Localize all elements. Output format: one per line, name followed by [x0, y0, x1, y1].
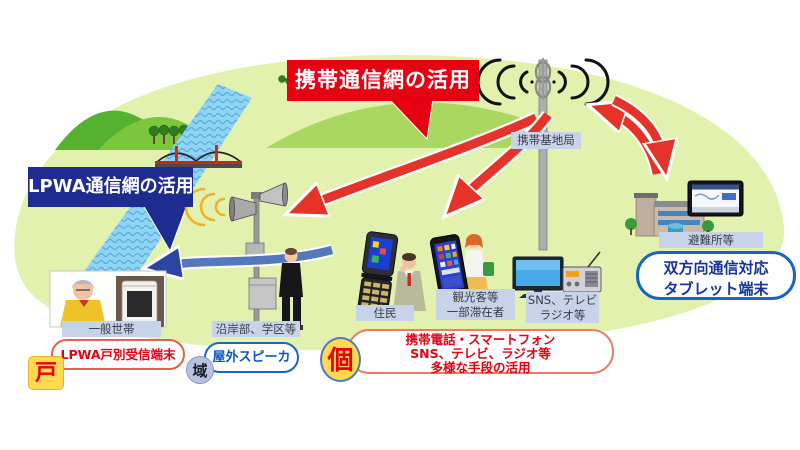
tablet-terminal-box-line1: 双方向通信対応 [663, 259, 769, 277]
mobile-network-banner: 携帯通信網の活用 [287, 60, 479, 101]
radio-icon [562, 251, 602, 293]
lpwa-terminal-box-label: LPWA戸別受信端末 [60, 347, 176, 362]
outdoor-speaker-box-label: 屋外スピーカ [212, 350, 291, 365]
smartphone-icon [429, 234, 469, 301]
lpwa-network-banner: LPWA通信網の活用 [28, 167, 194, 207]
arrow-mobile-to-phones [456, 110, 554, 204]
outdoor-speaker-box: 屋外スピーカ [204, 342, 299, 373]
lpwa-terminal-box: LPWA戸別受信端末 [51, 339, 185, 370]
media-label-line1: SNS、テレビ [527, 293, 598, 307]
media-label-line2: ラジオ等 [539, 308, 586, 322]
arrow-lpwa-to-household [160, 250, 334, 266]
area-badge: 域 [186, 356, 214, 384]
speaker-waves-icon [184, 187, 226, 227]
arrow-mobile-to-speaker [302, 111, 539, 208]
individual-badge: 個 [320, 337, 361, 382]
household-area-label: 一般世帯 [62, 321, 161, 337]
person-student-icon [279, 247, 303, 330]
flip-phone-icon [357, 231, 399, 314]
tablet-terminal-box-line2: タブレット端末 [663, 280, 769, 298]
multi-means-box-line3: 多様な手段の活用 [430, 360, 531, 375]
tablet-terminal-box: 双方向通信対応 タブレット端末 [636, 251, 796, 300]
arrow-tower-to-shelter [611, 94, 664, 162]
shelter-label: 避難所等 [659, 232, 763, 248]
tv-icon [512, 256, 564, 298]
base-station-label: 携帯基地局 [511, 132, 581, 149]
household-photo [49, 270, 167, 328]
cell-tower-icon [534, 58, 552, 251]
coastal-area-label: 沿岸部、学区等 [212, 321, 300, 337]
bridge-icon [155, 145, 242, 168]
household-badge: 戸 [28, 356, 64, 390]
media-label: SNS、テレビ ラジオ等 [526, 292, 599, 323]
lpwa-network-banner-label: LPWA通信網の活用 [28, 176, 194, 197]
residents-label: 住民 [356, 305, 414, 321]
multi-means-box: 携帯電話・スマートフォン SNS、テレビ、ラジオ等 多様な手段の活用 [347, 329, 614, 375]
tablet-icon [687, 180, 744, 217]
multi-means-box-line1: 携帯電話・スマートフォン [405, 332, 556, 347]
visitors-label-line2: 一部滞在者 [446, 305, 505, 319]
person-resident-icon [393, 253, 426, 311]
mobile-network-banner-label: 携帯通信網の活用 [295, 68, 471, 92]
visitors-label-line1: 観光客等 [452, 290, 499, 304]
multi-means-box-line2: SNS、テレビ、ラジオ等 [410, 346, 551, 361]
visitors-label: 観光客等 一部滞在者 [436, 289, 515, 320]
